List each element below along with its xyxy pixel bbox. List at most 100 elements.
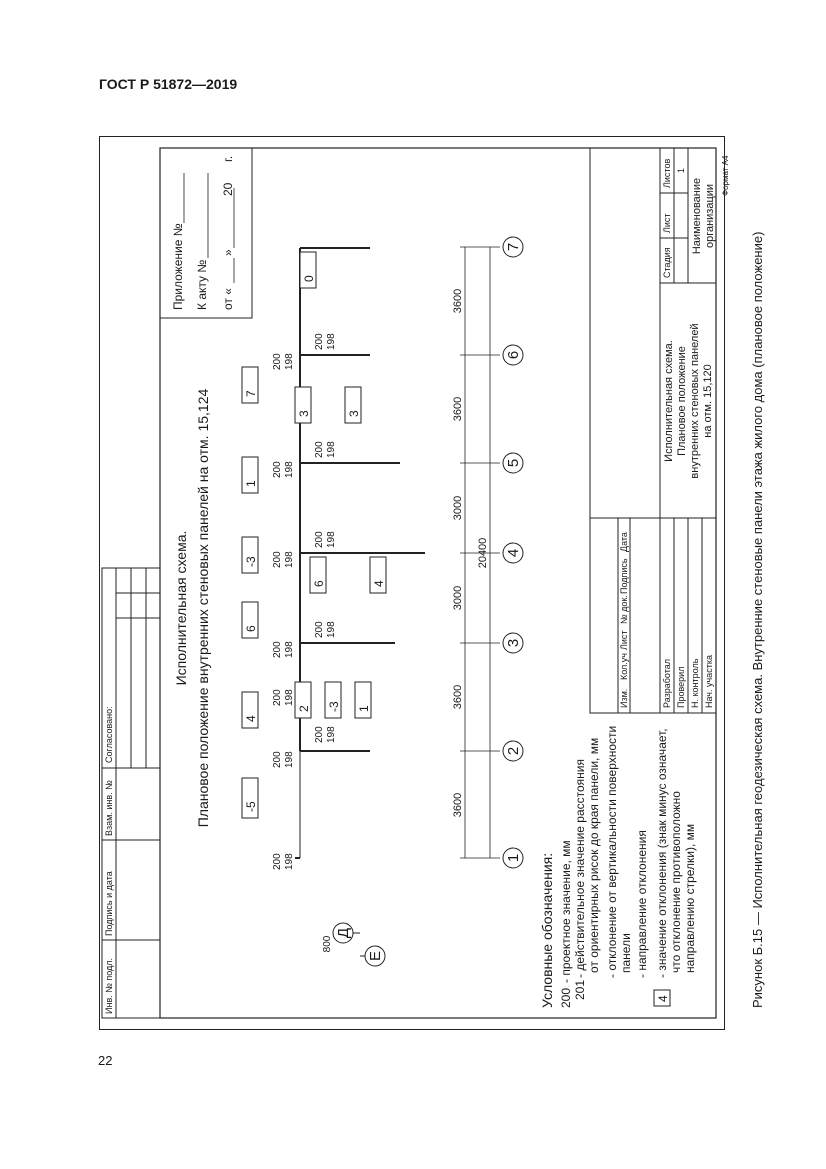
svg-text:4: 4 bbox=[656, 995, 670, 1002]
svg-text:4: 4 bbox=[372, 580, 386, 587]
legend: Условные обозначения: 200 - проектное зн… bbox=[539, 726, 697, 1008]
svg-text:1: 1 bbox=[505, 854, 522, 862]
svg-text:20: 20 bbox=[221, 182, 235, 196]
svg-text:Кол.уч: Кол.уч bbox=[619, 653, 629, 680]
svg-text:198: 198 bbox=[284, 689, 295, 706]
axis-bubbles: 1 2 3 4 5 6 7 bbox=[502, 236, 524, 869]
svg-text:панели: панели bbox=[619, 933, 633, 973]
svg-text:Проверил: Проверил bbox=[676, 667, 686, 708]
svg-text:6: 6 bbox=[505, 351, 522, 359]
drawing-title-1: Исполнительная схема. bbox=[173, 531, 189, 686]
approval-col-1: Инв. № подл. bbox=[104, 958, 114, 1014]
svg-text:3: 3 bbox=[297, 410, 311, 417]
svg-text:198: 198 bbox=[284, 551, 295, 568]
svg-text:-5: -5 bbox=[244, 801, 258, 812]
title-block: Изм. Кол.уч Лист № док. Подпись Дата Раз… bbox=[589, 147, 730, 714]
svg-text:организации: организации bbox=[704, 184, 716, 248]
span-dims: 3600 3600 3000 3000 3600 3600 20400 bbox=[452, 289, 489, 817]
svg-text:- направление отклонения: - направление отклонения bbox=[635, 830, 649, 978]
page-number: 22 bbox=[98, 1053, 113, 1068]
svg-text:- значение отклонения (знак ми: - значение отклонения (знак минус означа… bbox=[655, 728, 669, 978]
drawing-frame bbox=[99, 136, 725, 1030]
wall-panels bbox=[295, 247, 425, 859]
svg-text:198: 198 bbox=[326, 621, 337, 638]
figure-caption: Рисунок Б.15 — Исполнительная геодезичес… bbox=[750, 231, 765, 1008]
svg-text:1: 1 bbox=[357, 705, 371, 712]
svg-text:198: 198 bbox=[326, 333, 337, 350]
svg-text:4: 4 bbox=[244, 715, 258, 722]
drawing-title-2: Плановое положение внутренних стеновых п… bbox=[195, 389, 211, 828]
svg-text:-3: -3 bbox=[327, 701, 341, 712]
svg-text:4: 4 bbox=[505, 549, 522, 557]
svg-text:от «: от « bbox=[221, 288, 235, 310]
svg-text:3: 3 bbox=[347, 410, 361, 417]
svg-text:800: 800 bbox=[322, 935, 333, 952]
svg-text:198: 198 bbox=[284, 461, 295, 478]
svg-text:198: 198 bbox=[284, 853, 295, 870]
svg-text:5: 5 bbox=[505, 459, 522, 467]
svg-text:2: 2 bbox=[505, 747, 522, 755]
svg-text:Стадия: Стадия bbox=[662, 247, 672, 278]
svg-text:3: 3 bbox=[505, 639, 522, 647]
approval-agreed: Согласовано: bbox=[104, 706, 114, 763]
svg-text:3600: 3600 bbox=[452, 793, 464, 817]
total-dim: 20400 bbox=[477, 538, 489, 569]
svg-text:1: 1 bbox=[676, 168, 686, 173]
svg-text:3600: 3600 bbox=[452, 397, 464, 421]
svg-text:200: 200 bbox=[559, 988, 573, 1008]
appendix-box: Приложение № К акту № от « » 20 г. bbox=[159, 147, 253, 319]
svg-text:»: » bbox=[221, 249, 235, 256]
svg-text:2: 2 bbox=[297, 705, 311, 712]
svg-text:от ориентирных рисок до края п: от ориентирных рисок до края панели, мм bbox=[587, 738, 601, 973]
svg-text:Дата: Дата bbox=[619, 532, 629, 552]
svg-text:Листов: Листов bbox=[662, 159, 672, 188]
svg-text:200: 200 bbox=[272, 461, 283, 478]
svg-text:№ док.: № док. bbox=[619, 595, 629, 624]
svg-text:198: 198 bbox=[326, 531, 337, 548]
svg-text:200: 200 bbox=[272, 853, 283, 870]
svg-text:201: 201 bbox=[573, 980, 587, 1000]
svg-text:0: 0 bbox=[302, 275, 316, 282]
svg-text:Плановое положение: Плановое положение bbox=[676, 346, 688, 456]
svg-text:направлению стрелки), мм: направлению стрелки), мм bbox=[683, 824, 697, 973]
svg-text:200: 200 bbox=[272, 551, 283, 568]
svg-text:Д: Д bbox=[335, 928, 352, 938]
svg-text:на отм. 15,120: на отм. 15,120 bbox=[702, 364, 714, 437]
format-note: Формат А4 bbox=[721, 155, 730, 196]
approval-col-2: Подпись и дата bbox=[104, 871, 114, 936]
svg-text:6: 6 bbox=[312, 580, 326, 587]
svg-text:200: 200 bbox=[314, 726, 325, 743]
approval-strip: Инв. № подл. Подпись и дата Взам. инв. №… bbox=[101, 567, 161, 1019]
svg-text:- проектное значение, мм: - проектное значение, мм bbox=[559, 840, 573, 983]
svg-text:Исполнительная схема.: Исполнительная схема. bbox=[663, 340, 675, 462]
svg-text:Наименование: Наименование bbox=[691, 178, 703, 254]
svg-text:7: 7 bbox=[505, 243, 522, 251]
svg-text:6: 6 bbox=[244, 625, 258, 632]
svg-text:198: 198 bbox=[326, 441, 337, 458]
svg-text:198: 198 bbox=[284, 751, 295, 768]
svg-text:3600: 3600 bbox=[452, 289, 464, 313]
letter-axes: Д Е 800 bbox=[322, 922, 386, 967]
svg-text:3000: 3000 bbox=[452, 496, 464, 520]
svg-text:Лист: Лист bbox=[662, 213, 672, 233]
svg-text:198: 198 bbox=[284, 641, 295, 658]
svg-text:200: 200 bbox=[314, 441, 325, 458]
svg-text:200: 200 bbox=[272, 353, 283, 370]
svg-text:3600: 3600 bbox=[452, 685, 464, 709]
svg-text:Н. контроль: Н. контроль bbox=[690, 658, 700, 708]
svg-text:198: 198 bbox=[284, 353, 295, 370]
svg-text:200: 200 bbox=[272, 751, 283, 768]
svg-text:Приложение №: Приложение № bbox=[171, 223, 185, 310]
svg-text:г.: г. bbox=[221, 156, 235, 162]
svg-text:что отклонение противоположно: что отклонение противоположно bbox=[669, 791, 683, 973]
svg-text:200: 200 bbox=[272, 641, 283, 658]
svg-text:Изм.: Изм. bbox=[619, 689, 629, 708]
svg-text:1: 1 bbox=[244, 480, 258, 487]
svg-text:- действительное значение расс: - действительное значение расстояния bbox=[573, 759, 587, 978]
axis-grid bbox=[460, 246, 500, 859]
deviation-marks: -5 4 2 -3 1 6 -3 6 4 1 3 3 7 0 bbox=[241, 251, 387, 819]
svg-text:198: 198 bbox=[326, 726, 337, 743]
svg-text:Е: Е bbox=[367, 951, 384, 961]
